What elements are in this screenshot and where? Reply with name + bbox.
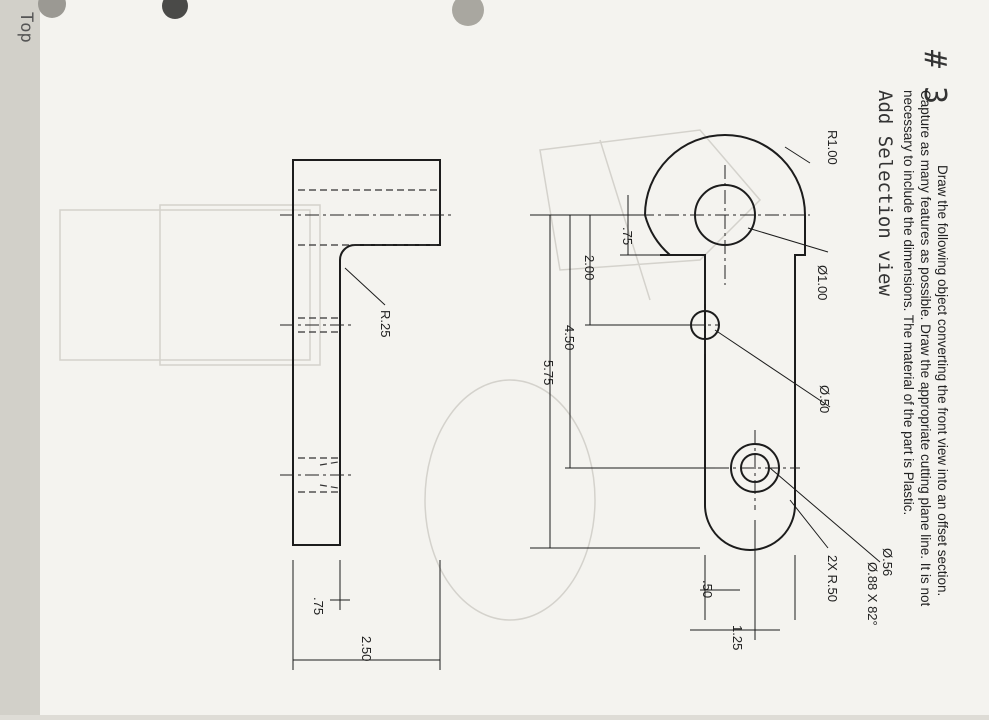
dim-050: .50 [700,580,715,599]
dim-radius-large: R1.00 [825,130,840,165]
link-outline [643,134,806,551]
handwritten-note: Add Selection view [874,90,896,296]
dim-hole-small: Ø.50 [817,385,832,414]
dim-fillet: R.25 [378,310,393,338]
binder-hole-top [38,0,66,18]
dim-counterbore: Ø.56 [880,548,895,577]
margin-label: Top [16,12,36,43]
dim-radius-pair: 2X R.50 [825,555,840,602]
top-view-centerlines [640,165,810,510]
binder-hole-left [162,0,188,19]
binder-hole-middle [452,0,484,26]
side-view-centerlines [280,214,455,476]
dim-075-side: .75 [311,597,326,616]
side-outline [292,159,441,546]
dim-575: 5.75 [541,360,556,386]
paper-sheet [35,0,989,715]
dim-450: 4.50 [562,325,577,351]
bleed-through-shapes [59,129,762,621]
side-view-hidden [298,189,438,493]
instruction-line-1: Draw the following object converting the… [935,165,950,597]
top-view-dimensions [344,146,881,640]
side-view-dimensions [292,560,441,670]
side-view [292,159,441,546]
dim-countersink: Ø.88 X 82° [865,562,880,626]
paper-shadow [0,0,40,715]
dim-250: 2.50 [359,636,374,662]
dim-hole-large: Ø1.00 [815,265,830,301]
dim-200: 2.00 [582,255,597,281]
dim-075-top: .75 [620,227,635,246]
instruction-line-3: necessary to include the dimensions. The… [901,90,916,516]
instruction-line-2: Capture as many features as possible. Dr… [918,90,933,607]
dim-125: 1.25 [730,625,745,651]
